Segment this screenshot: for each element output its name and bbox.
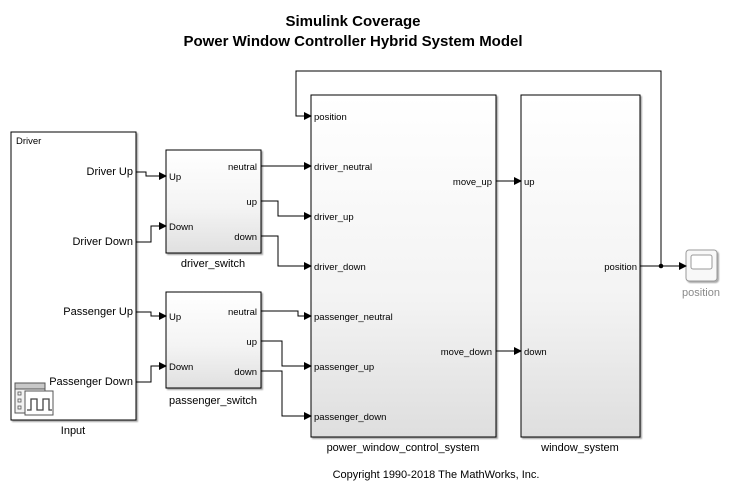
signal-line[interactable] [261,200,312,220]
control-in-port: passenger_up [314,362,374,373]
driver-switch-out-down: down [234,232,257,243]
signal-line[interactable] [261,235,312,270]
window-system-label: window_system [540,442,619,454]
model-title-line1: Simulink Coverage [285,13,420,30]
scope-block[interactable]: position [682,249,720,299]
signal-line[interactable] [136,362,167,383]
passenger-switch-out-up: up [246,337,257,348]
driver-switch-out-up: up [246,197,257,208]
signal-line[interactable] [261,310,312,320]
signal-line[interactable] [261,370,312,420]
control-system-block[interactable]: position driver_neutral driver_up driver… [310,94,497,454]
signal-line[interactable] [261,340,312,370]
control-in-port: passenger_down [314,412,386,423]
input-output-label: Passenger Down [49,376,133,388]
signal-line[interactable] [136,222,167,243]
passenger-switch-in-up: Up [169,312,181,323]
passenger-switch-label: passenger_switch [169,395,257,407]
input-block-label: Input [61,425,85,437]
control-out-move-up: move_up [453,177,492,188]
input-output-label: Passenger Up [63,306,133,318]
passenger-switch-in-down: Down [169,362,193,373]
input-output-label: Driver Up [87,166,133,178]
passenger-switch-block[interactable]: Up Down neutral up down passenger_switch [165,291,262,407]
control-in-port: passenger_neutral [314,312,393,323]
window-in-down: down [524,347,547,358]
copyright-text: Copyright 1990-2018 The MathWorks, Inc. [333,469,540,481]
driver-switch-label: driver_switch [181,258,245,270]
passenger-switch-out-down: down [234,367,257,378]
input-block[interactable]: Driver Driver Up Driver Down Passenger U… [10,131,137,437]
scope-icon [690,254,713,270]
passenger-switch-out-neutral: neutral [228,307,257,318]
model-title-line2: Power Window Controller Hybrid System Mo… [183,33,522,50]
window-out-position: position [604,262,637,273]
control-in-port: driver_neutral [314,162,372,173]
control-in-port: position [314,112,347,123]
signal-builder-icon [14,382,54,416]
driver-switch-out-neutral: neutral [228,162,257,173]
branch-point [658,263,664,269]
window-in-up: up [524,177,535,188]
signal-line[interactable] [136,311,167,320]
control-system-label: power_window_control_system [327,442,480,454]
driver-switch-block[interactable]: Up Down neutral up down driver_switch [165,149,262,270]
input-block-header: Driver [16,136,41,147]
input-output-label: Driver Down [72,236,133,248]
scope-label: position [682,287,720,299]
signal-lines [136,70,687,420]
driver-switch-in-down: Down [169,222,193,233]
feedback-line[interactable] [295,70,662,266]
driver-switch-in-up: Up [169,172,181,183]
control-in-port: driver_down [314,262,366,273]
control-in-port: driver_up [314,212,354,223]
control-out-move-down: move_down [441,347,492,358]
window-system-block[interactable]: up down position window_system [520,94,641,454]
signal-line[interactable] [136,171,167,180]
